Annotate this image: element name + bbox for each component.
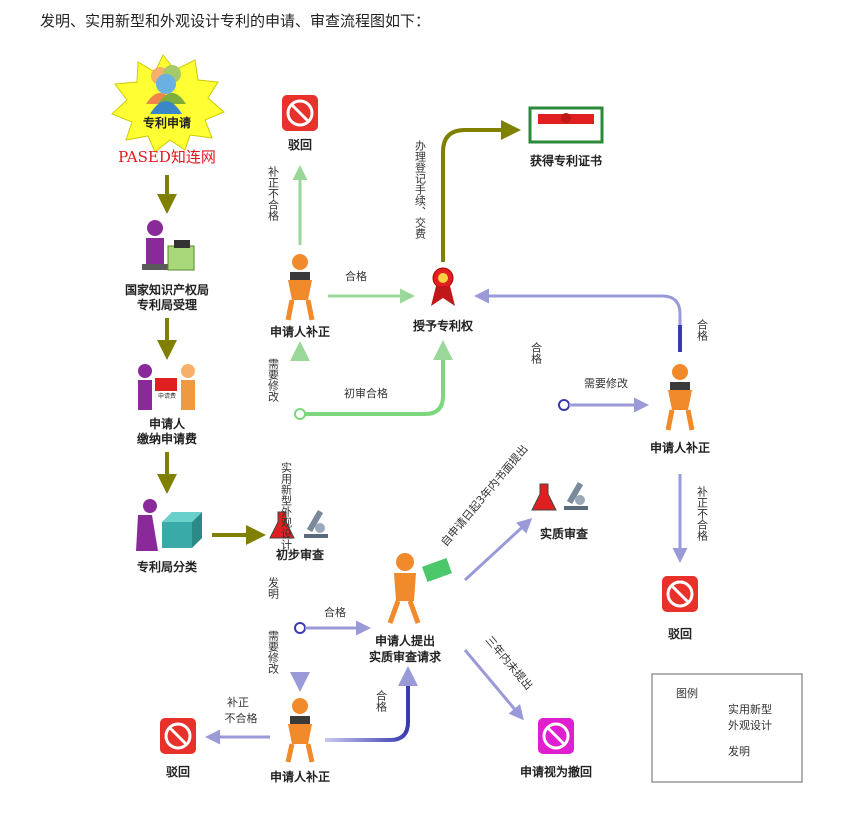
lab-flask-icon: [269, 509, 328, 539]
edge-label-need-modify-1: 需要修改: [267, 358, 280, 403]
reject-right-icon: [662, 576, 698, 612]
fee-label-1: 申请人: [149, 416, 186, 431]
edge-label-invention: 发明: [267, 576, 280, 600]
edge-label-pass-mid: 合格: [324, 605, 346, 619]
people-icon: [146, 65, 186, 114]
edge-label-amend-fail-bottom-1: 补正: [227, 696, 249, 709]
microscope-icon: [304, 509, 328, 538]
person-request-icon: [387, 553, 452, 624]
page-title: 发明、实用新型和外观设计专利的申请、审查流程图如下：: [40, 12, 431, 30]
reject-top-icon: [282, 95, 318, 131]
withdrawn-icon: [538, 718, 574, 754]
edge-label-not-within-3y: 三年内未提出: [483, 633, 536, 693]
edge-label-pass-bottom: 合格: [375, 689, 388, 713]
apply-label: 专利申请: [143, 115, 191, 130]
edge-prelim-pass-grant: [305, 340, 453, 416]
edge-label-amend-fail-top: 补正不合格: [267, 166, 280, 222]
junction-blue-right: [558, 399, 570, 411]
prelim-label: 初步审查: [276, 547, 325, 562]
watermark-text: PASED知连网: [118, 148, 216, 166]
edge-label-amend-fail-bottom: 不合格: [225, 711, 258, 725]
edge-grant-certificate: [441, 120, 521, 262]
withdrawn-label: 申请视为撤回: [520, 764, 592, 779]
edge-label-utility-design: 实用新型外观设计: [280, 461, 293, 551]
office-label-1: 国家知识产权局: [125, 282, 209, 297]
certificate-label: 获得专利证书: [529, 153, 602, 168]
grant-medal-icon: [431, 267, 455, 306]
person-amend-bottom-icon: [285, 698, 315, 763]
edge-label-amend-fail-right: 补正不合格: [696, 486, 709, 542]
fee-doc-label: 申请费: [158, 392, 176, 400]
person-amend-right-icon: [665, 364, 695, 431]
edge-label-need-modify-right: 需要修改: [584, 376, 628, 390]
reject-bottom-label: 驳回: [166, 765, 190, 779]
substantive-lab-icon: [531, 481, 588, 511]
edge-label-prelim-pass: 初审合格: [344, 386, 388, 400]
legend-utility-1: 实用新型: [728, 702, 772, 716]
legend: 图例 实用新型 外观设计 发明: [651, 673, 803, 783]
legend-invention: 发明: [728, 744, 750, 758]
reject-right-label: 驳回: [668, 627, 692, 641]
substantive-label: 实质审查: [540, 526, 589, 541]
office-desk-icon: [142, 220, 195, 271]
edge-label-pass-top-right: 合格: [696, 318, 709, 342]
edge-label-register: 办理登记手续、交费: [414, 140, 427, 240]
edge-request-substantive: [463, 517, 533, 582]
amend-right-label: 申请人补正: [650, 440, 710, 455]
edge-amend-bottom-request: [325, 666, 418, 742]
request-label-2: 实质审查请求: [369, 649, 442, 664]
reject-bottom-icon: [160, 718, 196, 754]
classify-label: 专利局分类: [137, 559, 198, 574]
office-label-2: 专利局受理: [137, 297, 197, 312]
classify-boxes-icon: [136, 499, 202, 551]
edge-label-pass-right: 合格: [530, 341, 543, 365]
edge-amend-right-grant: [474, 288, 682, 352]
junction-blue-left: [294, 622, 306, 634]
apply-starburst-icon: [111, 54, 225, 153]
edge-label-pass-to-grant: 合格: [345, 269, 367, 283]
request-label-1: 申请人提出: [375, 633, 435, 648]
amend-bottom-label: 申请人补正: [270, 769, 330, 784]
reject-top-label: 驳回: [288, 138, 312, 152]
amend-top-label: 申请人补正: [270, 324, 330, 339]
grant-label: 授予专利权: [413, 318, 474, 333]
junction-green: [294, 408, 306, 420]
fee-label-2: 缴纳申请费: [137, 431, 197, 446]
fee-payment-icon: [138, 364, 195, 410]
certificate-icon: [528, 106, 604, 144]
person-amend-top-icon: [285, 254, 315, 321]
edge-label-need-modify-2: 需要修改: [267, 630, 280, 675]
edge-request-withdrawn: [463, 649, 524, 721]
legend-utility-2: 外观设计: [728, 719, 772, 732]
legend-title: 图例: [676, 686, 698, 700]
